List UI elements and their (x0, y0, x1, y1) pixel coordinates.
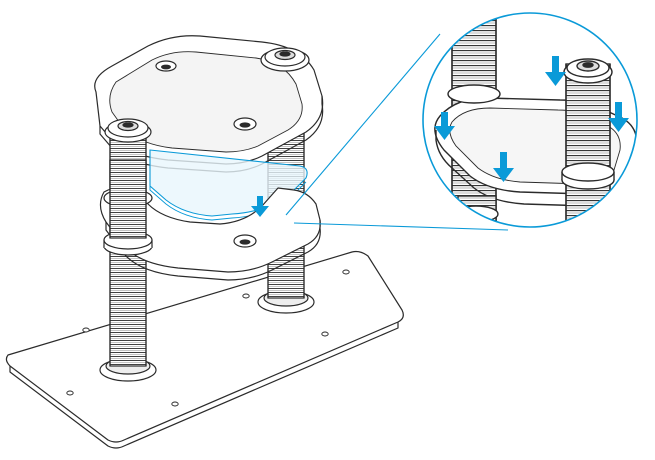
base-plate (5, 250, 404, 449)
down-arrow-icon (608, 102, 629, 132)
top-plate (94, 35, 324, 173)
rod-cap (260, 47, 310, 72)
down-arrow-icon (251, 196, 269, 217)
down-arrow-icon (434, 112, 455, 140)
down-arrow-icon (545, 56, 566, 86)
mount-hole (242, 293, 250, 299)
mount-hole (321, 331, 329, 337)
mount-hole (171, 401, 179, 407)
rod-segment (109, 159, 147, 239)
callout-lines (285, 33, 509, 231)
detail-magnifier (422, 12, 638, 228)
mount-hole (66, 390, 74, 396)
mount-hole (342, 269, 350, 275)
mount-hole (82, 327, 90, 333)
magnifier-ring (422, 12, 638, 228)
down-arrow-icon (493, 152, 514, 182)
